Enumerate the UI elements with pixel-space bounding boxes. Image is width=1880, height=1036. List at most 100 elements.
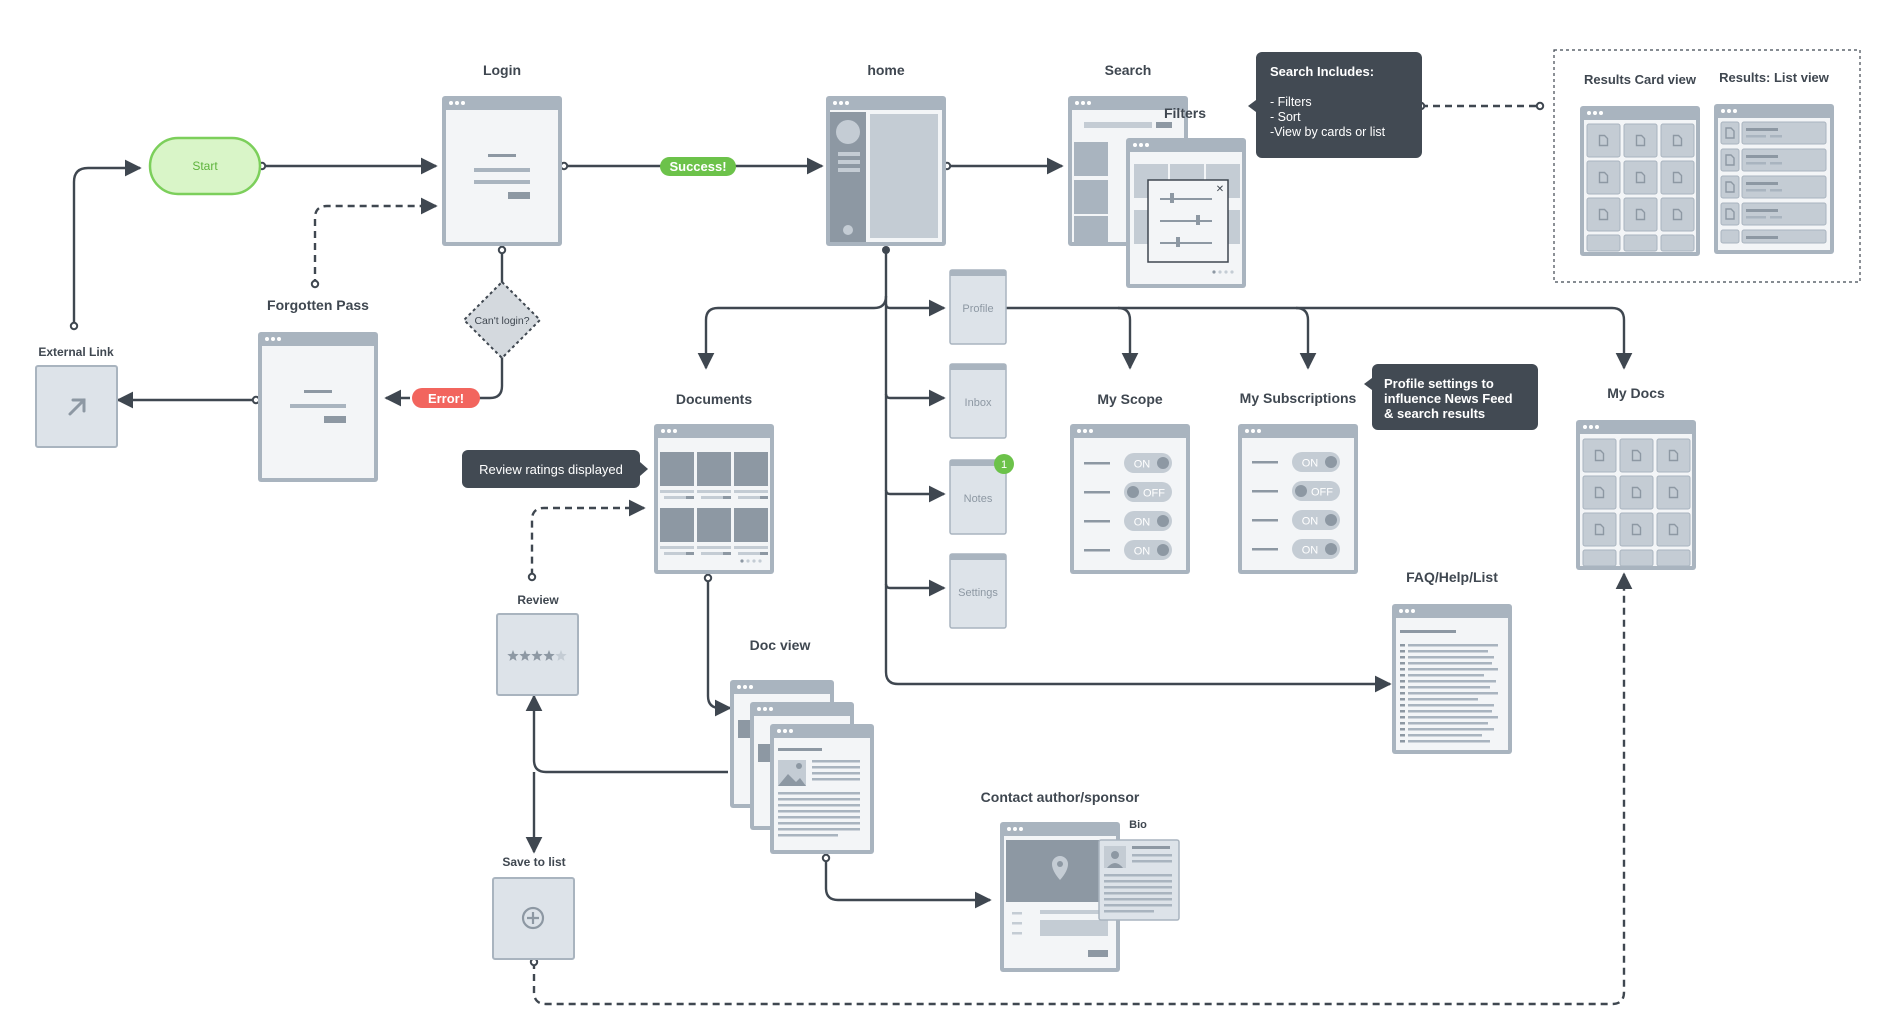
toggle-switch[interactable]: ON (1292, 539, 1340, 559)
close-icon[interactable]: ✕ (1216, 184, 1224, 195)
list-row (1741, 229, 1827, 244)
grid-card (1586, 160, 1621, 195)
toggle-switch[interactable]: ON (1124, 511, 1172, 531)
login-screen[interactable] (442, 96, 562, 246)
notes-screen[interactable]: Notes 1 (949, 454, 1014, 535)
faq-text-line (1408, 668, 1498, 671)
doc-view-stack[interactable] (730, 680, 874, 854)
results-list-screen[interactable] (1714, 104, 1834, 254)
filters-screen[interactable]: ✕ (1126, 138, 1246, 288)
search-includes-item: -View by cards or list (1270, 125, 1386, 139)
faq-text-line (1408, 650, 1488, 653)
document-icon-shape (1725, 208, 1735, 220)
grid-card (1586, 197, 1621, 232)
home-title: home (867, 62, 905, 78)
toggle-state-label: OFF (1143, 488, 1165, 500)
notes-badge (994, 454, 1014, 474)
list-row-line (1746, 135, 1766, 138)
connector-trunk-profile (884, 299, 946, 317)
toggle-knob (1325, 543, 1337, 555)
connector-to-myscope (1117, 306, 1139, 370)
toggle-switch[interactable]: ON (1292, 510, 1340, 530)
forgotten-pass-screen[interactable] (258, 332, 378, 482)
external-link-title: External Link (38, 345, 114, 359)
grid-card (1582, 549, 1617, 567)
documents-screen[interactable] (654, 424, 774, 574)
document-icon-shape (1631, 523, 1642, 536)
grid-card (1660, 234, 1695, 252)
search-title: Search (1105, 62, 1152, 78)
documents-title: Documents (676, 391, 752, 407)
my-scope-screen[interactable]: ON OFF ON ON (1070, 424, 1190, 574)
list-row-line (1746, 189, 1766, 192)
document-icon-shape (1598, 208, 1609, 221)
inbox-screen[interactable]: Inbox (949, 363, 1007, 439)
toggle-state-label: ON (1302, 545, 1319, 557)
connector-forgotten-login (313, 197, 438, 286)
grid-card (1619, 438, 1654, 473)
toggle-switch[interactable]: ON (1124, 540, 1172, 560)
contact-screen[interactable] (1000, 822, 1120, 972)
filters-title: Filters (1164, 105, 1206, 121)
faq-text-line (1408, 674, 1484, 677)
toggle-row-label (1252, 461, 1278, 464)
document-icon-shape (1631, 449, 1642, 462)
list-row-line (1746, 155, 1778, 158)
toggle-switch[interactable]: ON (1292, 452, 1340, 472)
toggle-row-label (1084, 491, 1110, 494)
forgotten-pass-title: Forgotten Pass (267, 297, 369, 313)
toggle-state-label: ON (1134, 459, 1151, 471)
external-link-arrow-icon (68, 398, 86, 416)
connector-trunk-inbox (884, 389, 946, 407)
results-list-title: Results: List view (1719, 70, 1830, 85)
results-card-screen[interactable] (1580, 106, 1700, 256)
document-icon (1668, 523, 1679, 536)
profile-settings-line: & search results (1384, 406, 1485, 421)
home-screen[interactable] (826, 96, 946, 246)
grid-card (1656, 549, 1691, 567)
faq-screen[interactable] (1392, 604, 1512, 754)
star-icon (555, 650, 567, 661)
profile-screen[interactable]: Profile (949, 269, 1007, 345)
document-icon (1668, 449, 1679, 462)
faq-title: FAQ/Help/List (1406, 569, 1498, 585)
review-ratings-text: Review ratings displayed (479, 462, 623, 477)
document-icon-shape (1635, 171, 1646, 184)
list-row-line (1746, 128, 1778, 131)
list-thumb (1720, 121, 1740, 145)
toggle-switch[interactable]: OFF (1124, 482, 1172, 502)
results-card-title: Results Card view (1584, 72, 1697, 87)
review-screen[interactable] (496, 613, 579, 696)
faq-bullet (1400, 728, 1405, 731)
toggle-switch[interactable]: ON (1124, 453, 1172, 473)
start-node[interactable]: Start (148, 136, 262, 196)
faq-bullet (1400, 704, 1405, 707)
settings-screen[interactable]: Settings (949, 553, 1007, 629)
document-icon-shape (1672, 171, 1683, 184)
connectors (72, 104, 1633, 1006)
external-link-screen[interactable] (35, 365, 118, 448)
toggle-knob (1127, 486, 1139, 498)
save-to-list-screen[interactable] (492, 877, 575, 960)
list-row-line (1770, 216, 1782, 219)
faq-text-line (1408, 680, 1496, 683)
my-subscriptions-screen[interactable]: ON OFF ON ON (1238, 424, 1358, 574)
toggle-state-label: ON (1134, 517, 1151, 529)
faq-bullet (1400, 686, 1405, 689)
doc-view-title: Doc view (750, 637, 811, 653)
search-includes-item: - Sort (1270, 110, 1301, 124)
grid-card (1623, 234, 1658, 252)
connector-trunk-documents (697, 295, 888, 370)
grid-card (1623, 197, 1658, 232)
connector-profile-right (1004, 306, 1633, 370)
document-icon (1672, 208, 1683, 221)
faq-text-line (1408, 716, 1498, 719)
my-docs-screen[interactable] (1576, 420, 1696, 570)
toggle-switch[interactable]: OFF (1292, 481, 1340, 501)
document-icon (1631, 449, 1642, 462)
bio-screen[interactable] (1098, 839, 1180, 921)
star-icon (519, 650, 531, 661)
toggle-knob (1157, 515, 1169, 527)
list-row-line (1770, 189, 1782, 192)
